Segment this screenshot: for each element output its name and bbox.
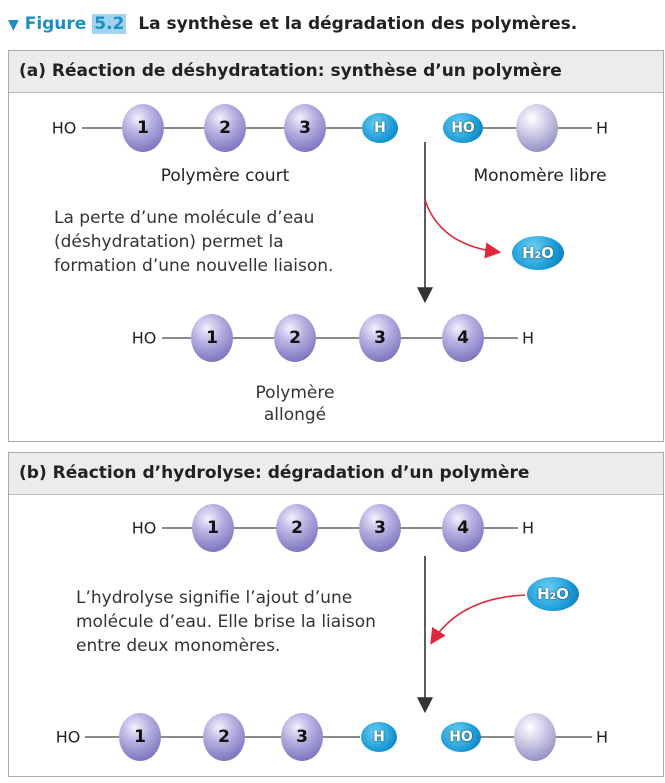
figure-caption: La synthèse et la dégradation des polymè… <box>138 14 578 34</box>
monomer-2: 2 <box>276 504 318 552</box>
label-free-monomer: Monomère libre <box>473 166 607 186</box>
free-monomer <box>514 713 556 761</box>
triangle-icon: ▼ <box>8 17 19 33</box>
water-molecule: H₂O <box>527 577 579 611</box>
figure-number: 5.2 <box>92 14 127 34</box>
ho-group: HO <box>55 727 81 747</box>
monomer-1: 1 <box>191 314 233 362</box>
panel-a-header: (a) Réaction de déshydratation: synthèse… <box>9 51 663 93</box>
ho-group: HO <box>131 328 157 348</box>
h-end: H <box>521 518 535 538</box>
ho-group-blue: HO <box>443 113 483 143</box>
monomer-1: 1 <box>192 504 234 552</box>
h-atom: H <box>362 113 398 143</box>
ho-group: HO <box>131 518 157 538</box>
water-out-arrow <box>424 199 502 259</box>
h-end: H <box>595 118 609 138</box>
monomer-1: 1 <box>119 713 161 761</box>
h-atom: H <box>361 722 397 752</box>
h-end: H <box>521 328 535 348</box>
monomer-3: 3 <box>359 314 401 362</box>
monomer-1: 1 <box>122 104 164 152</box>
monomer-2: 2 <box>204 104 246 152</box>
panel-b-header: (b) Réaction d’hydrolyse: dégradation d’… <box>9 453 663 495</box>
water-molecule: H₂O <box>512 236 564 270</box>
free-monomer <box>516 104 558 152</box>
figure-label: Figure <box>24 14 87 34</box>
h-end: H <box>595 727 609 747</box>
dehydration-text: La perte d’une molécule d’eau(déshydrata… <box>54 208 334 276</box>
monomer-4: 4 <box>442 504 484 552</box>
ho-group: HO <box>51 118 77 138</box>
panel-b: (b) Réaction d’hydrolyse: dégradation d’… <box>8 452 664 777</box>
monomer-3: 3 <box>359 504 401 552</box>
monomer-4: 4 <box>442 314 484 362</box>
monomer-2: 2 <box>274 314 316 362</box>
monomer-2: 2 <box>203 713 245 761</box>
monomer-3: 3 <box>284 104 326 152</box>
water-in-arrow <box>430 594 526 645</box>
ho-group-blue: HO <box>441 722 481 752</box>
monomer-3: 3 <box>281 713 323 761</box>
label-short-polymer: Polymère court <box>160 166 290 186</box>
figure-title: ▼ Figure 5.2 La synthèse et la dégradati… <box>8 14 577 34</box>
